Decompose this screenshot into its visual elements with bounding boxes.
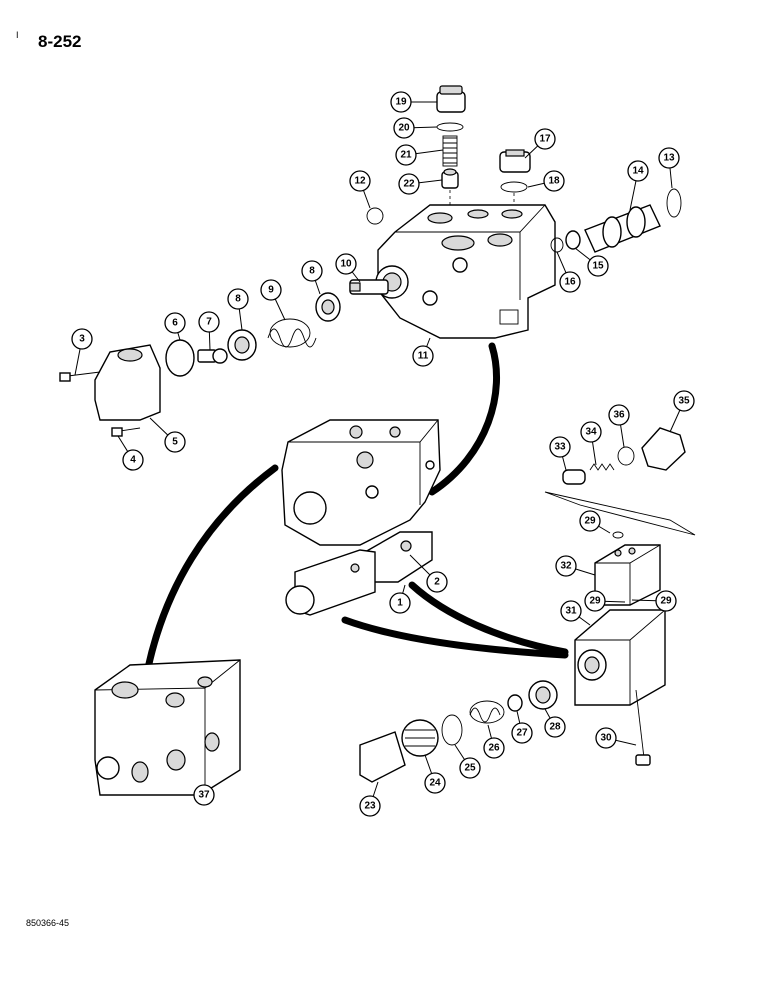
callout-3: 3: [71, 328, 93, 350]
callout-8: 8: [301, 260, 323, 282]
callout-2: 2: [426, 571, 448, 593]
callout-label: 3: [79, 334, 85, 345]
callout-15: 15: [587, 255, 609, 277]
callout-label: 33: [554, 442, 566, 453]
upper-exploded-assembly: [59, 85, 682, 437]
callout-label: 12: [354, 176, 366, 187]
callout-17: 17: [534, 128, 556, 150]
callout-label: 20: [398, 123, 410, 134]
callout-label: 27: [516, 728, 528, 739]
callout-label: 1: [397, 598, 403, 609]
callout-28: 28: [544, 716, 566, 738]
callout-36: 36: [608, 404, 630, 426]
callout-label: 13: [663, 153, 675, 164]
callout-20: 20: [393, 117, 415, 139]
housing-block: [94, 659, 241, 796]
callout-26: 26: [483, 737, 505, 759]
callout-label: 31: [565, 606, 577, 617]
page-number: 8-252: [38, 32, 82, 51]
callout-4: 4: [122, 449, 144, 471]
callout-label: 28: [549, 722, 561, 733]
callout-19: 19: [390, 91, 412, 113]
right-exploded-assembly: [359, 427, 696, 783]
callout-label: 29: [584, 516, 596, 527]
callout-27: 27: [511, 722, 533, 744]
callout-29: 29: [584, 590, 606, 612]
callout-label: 21: [400, 150, 412, 161]
callout-34: 34: [580, 421, 602, 443]
callout-label: 34: [585, 427, 597, 438]
callout-label: 35: [678, 396, 690, 407]
callout-25: 25: [459, 757, 481, 779]
callout-7: 7: [198, 311, 220, 333]
callout-label: 8: [309, 266, 315, 277]
callout-23: 23: [359, 795, 381, 817]
callout-label: 23: [364, 801, 376, 812]
callout-9: 9: [260, 279, 282, 301]
callout-1: 1: [389, 592, 411, 614]
callout-29: 29: [579, 510, 601, 532]
callout-label: 15: [592, 261, 604, 272]
callout-label: 32: [560, 561, 572, 572]
callout-11: 11: [412, 345, 434, 367]
callout-24: 24: [424, 772, 446, 794]
callout-label: 18: [548, 176, 560, 187]
callout-label: 14: [632, 166, 644, 177]
callout-label: 5: [172, 437, 178, 448]
callout-6: 6: [164, 312, 186, 334]
callout-16: 16: [559, 271, 581, 293]
callout-14: 14: [627, 160, 649, 182]
connector-bands: [144, 342, 569, 672]
callout-label: 29: [660, 596, 672, 607]
callout-label: 9: [268, 285, 274, 296]
callout-8: 8: [227, 288, 249, 310]
callout-label: 16: [564, 277, 576, 288]
callout-18: 18: [543, 170, 565, 192]
callout-12: 12: [349, 170, 371, 192]
callout-label: 25: [464, 763, 476, 774]
callout-21: 21: [395, 144, 417, 166]
callout-label: 4: [130, 455, 136, 466]
callout-label: 37: [198, 790, 210, 801]
callout-label: 17: [539, 134, 551, 145]
callout-33: 33: [549, 436, 571, 458]
callout-label: 2: [434, 577, 440, 588]
assembled-valve: [281, 419, 441, 616]
callout-32: 32: [555, 555, 577, 577]
callout-label: 10: [340, 259, 352, 270]
callout-label: 30: [600, 733, 612, 744]
callout-label: 26: [488, 743, 500, 754]
callout-35: 35: [673, 390, 695, 412]
callout-label: 11: [418, 351, 429, 362]
callout-30: 30: [595, 727, 617, 749]
callout-37: 37: [193, 784, 215, 806]
callout-label: 7: [206, 317, 212, 328]
callout-29: 29: [655, 590, 677, 612]
callout-5: 5: [164, 431, 186, 453]
document-code: 850366-45: [26, 918, 70, 928]
callout-label: 22: [403, 179, 415, 190]
callout-label: 24: [429, 778, 441, 789]
margin-mark: I: [16, 30, 19, 40]
callout-10: 10: [335, 253, 357, 275]
callout-label: 8: [235, 294, 241, 305]
callout-label: 6: [172, 318, 178, 329]
callout-13: 13: [658, 147, 680, 169]
callout-label: 29: [589, 596, 601, 607]
callout-label: 36: [613, 410, 625, 421]
callout-31: 31: [560, 600, 582, 622]
callout-label: 19: [395, 97, 407, 108]
callout-22: 22: [398, 173, 420, 195]
